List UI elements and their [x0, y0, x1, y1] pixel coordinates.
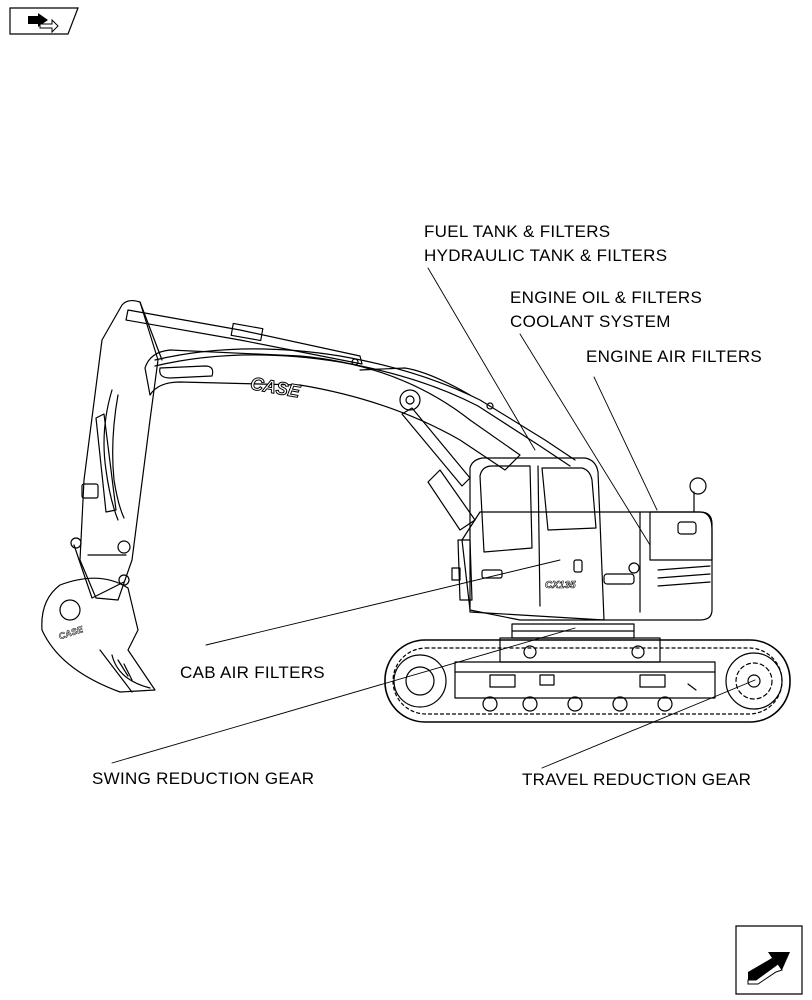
track-outline	[384, 639, 791, 723]
leader-engine-air	[593, 376, 658, 511]
leader-fuel-hydraulic	[427, 267, 536, 451]
engine-hood	[649, 511, 713, 561]
boom-outline	[144, 349, 521, 471]
case-boom-logo: CASE	[249, 373, 303, 402]
track-rollers	[482, 645, 673, 712]
next-page-arrow-icon	[747, 952, 790, 985]
track-frame	[454, 661, 716, 699]
previous-page-button[interactable]	[8, 6, 80, 36]
label-fuel-tank: FUEL TANK & FILTERS	[424, 222, 611, 241]
track-links	[392, 647, 783, 715]
bucket-outline	[41, 577, 156, 693]
bucket-cylinder	[95, 413, 117, 513]
drive-sprocket	[725, 652, 783, 710]
boom-pin	[399, 389, 421, 411]
label-travel-gear: TRAVEL REDUCTION GEAR	[522, 770, 752, 789]
leader-engine-oil-coolant	[519, 333, 651, 546]
cab-side-window	[541, 467, 597, 531]
boom	[144, 348, 576, 531]
label-coolant: COOLANT SYSTEM	[510, 312, 671, 331]
mirror	[689, 477, 707, 495]
bucket	[41, 577, 156, 693]
arm-cylinder	[125, 309, 363, 365]
leader-swing-gear	[111, 627, 576, 764]
upper-structure	[451, 457, 713, 621]
boom-cylinder	[401, 407, 471, 487]
idler-wheel	[393, 654, 447, 708]
undercarriage	[384, 623, 791, 723]
label-cab-air: CAB AIR FILTERS	[180, 663, 325, 682]
label-engine-air: ENGINE AIR FILTERS	[586, 347, 763, 366]
leader-cab-air	[205, 559, 561, 646]
model-badge: CX135	[545, 580, 576, 591]
label-engine-oil: ENGINE OIL & FILTERS	[510, 288, 703, 307]
cab	[469, 457, 605, 621]
bucket-badge: CASE	[57, 624, 85, 642]
leader-lines	[111, 267, 756, 769]
leader-travel-gear	[541, 679, 756, 769]
previous-page-arrow-icon	[28, 13, 59, 34]
label-hydraulic-tank: HYDRAULIC TANK & FILTERS	[424, 246, 668, 265]
arm	[70, 299, 363, 601]
cab-front-window	[479, 465, 533, 553]
next-page-button[interactable]	[734, 924, 804, 996]
label-swing-gear: SWING REDUCTION GEAR	[92, 769, 315, 788]
